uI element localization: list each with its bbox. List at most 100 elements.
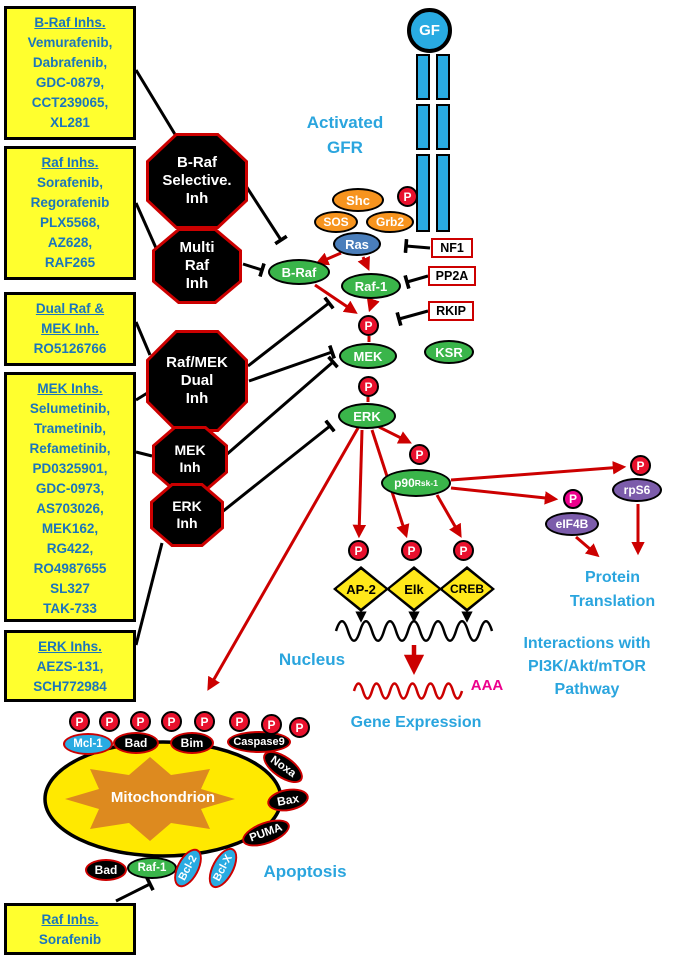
- phospho-badge: P: [194, 711, 215, 732]
- node-eif4b: eIF4B: [545, 512, 599, 536]
- octagon-braf-selective-inh: B-Raf Selective. Inh: [146, 133, 248, 229]
- octagon-fill: [155, 231, 239, 301]
- node-elk-diamond: Elk: [386, 566, 442, 612]
- drug-box-title: B-Raf Inhs.: [34, 15, 106, 30]
- octagon-label: B-Raf Selective. Inh: [162, 154, 232, 207]
- drug-name: Trametinib,: [33, 421, 106, 436]
- drug-name: GDC-0879,: [35, 75, 105, 90]
- receptor-segment: [416, 104, 430, 150]
- phospho-badge: P: [453, 540, 474, 561]
- drug-box-title: Raf Inhs.: [41, 155, 99, 170]
- drug-box-raf-inhibitors: Raf Inhs. Sorafenib, Regorafenib PLX5568…: [4, 146, 136, 280]
- phospho-badge: P: [229, 711, 250, 732]
- activated-gfr-label: Activated GFR: [306, 113, 384, 157]
- inhibition-lines: [115, 69, 431, 903]
- phospho-badge: P: [99, 711, 120, 732]
- phospho-badge: P: [563, 489, 583, 509]
- mitochondrion-shape: [43, 740, 283, 858]
- drug-name: RAF265: [44, 255, 96, 270]
- node-ras: Ras: [333, 232, 381, 256]
- phospho-badge: P: [358, 315, 379, 336]
- octagon-fill: [155, 429, 225, 489]
- node-nf1: NF1: [431, 238, 473, 258]
- node-sos: SOS: [314, 211, 358, 233]
- drug-name: Dabrafenib,: [32, 55, 108, 70]
- phospho-badge: P: [358, 376, 379, 397]
- phospho-badge: P: [401, 540, 422, 561]
- node-rkip: RKIP: [428, 301, 474, 321]
- protein-translation-label: Protein Translation: [569, 569, 656, 610]
- octagon-raf-mek-dual-inh: Raf/MEK Dual Inh: [146, 330, 248, 432]
- drug-name: RO4987655: [33, 561, 107, 576]
- node-ap2-diamond: AP-2: [333, 566, 389, 612]
- node-raf1: Raf-1: [341, 273, 401, 299]
- drug-name: PLX5568,: [39, 215, 101, 230]
- phospho-badge: P: [630, 455, 651, 476]
- octagon-multi-raf-inh: Multi Raf Inh: [152, 228, 242, 304]
- drug-box-title: Dual Raf &: [35, 301, 105, 316]
- octagon-fill: [149, 333, 245, 429]
- node-bim: Bim: [170, 732, 214, 754]
- node-shc: Shc: [332, 188, 384, 212]
- drug-name: XL281: [50, 115, 90, 130]
- phospho-badge: P: [348, 540, 369, 561]
- phospho-badge: P: [261, 714, 282, 735]
- octagon-label: Multi Raf Inh: [179, 239, 215, 292]
- phospho-badge: P: [130, 711, 151, 732]
- receptor-segment: [436, 54, 450, 100]
- node-pp2a: PP2A: [428, 266, 476, 286]
- drug-name: GDC-0973,: [35, 481, 105, 496]
- receptor-segment: [436, 104, 450, 150]
- phospho-badge: P: [69, 711, 90, 732]
- drug-name: AS703026,: [36, 501, 104, 516]
- node-grb2: Grb2: [366, 211, 414, 233]
- node-mek: MEK: [339, 343, 397, 369]
- drug-name: Sorafenib: [38, 932, 102, 947]
- drug-name: Refametinib,: [29, 441, 111, 456]
- drug-box-braf-inhibitors: B-Raf Inhs. Vemurafenib, Dabrafenib, GDC…: [4, 6, 136, 140]
- drug-box-erk-inhibitors: ERK Inhs. AEZS-131, SCH772984: [4, 630, 136, 702]
- node-braf: B-Raf: [268, 259, 330, 285]
- drug-name: AZ628,: [47, 235, 93, 250]
- drug-name: PD0325901,: [32, 461, 108, 476]
- drug-box-title: ERK Inhs.: [38, 639, 102, 654]
- poly-a-tail-label: AAA: [470, 677, 504, 694]
- growth-factor-ligand: GF: [407, 8, 452, 53]
- drug-name: Vemurafenib,: [27, 35, 113, 50]
- node-bad-cytosolic: Bad: [85, 859, 127, 881]
- octagon-label: MEK Inh: [174, 442, 206, 475]
- tf-to-dna-arrows: [355, 611, 473, 623]
- octagon-label: Raf/MEK Dual Inh: [166, 354, 228, 407]
- drug-name: RG422,: [46, 541, 94, 556]
- drug-name: CCT239065,: [31, 95, 109, 110]
- drug-name: Regorafenib: [30, 195, 110, 210]
- mitochondrion-label: Mitochondrion: [110, 789, 216, 806]
- drug-name: RO5126766: [33, 341, 107, 356]
- pi3k-interactions-label: Interactions with PI3K/Akt/mTOR Pathway: [523, 635, 651, 698]
- node-rps6: rpS6: [612, 478, 662, 502]
- octagon-mek-inh: MEK Inh: [152, 426, 228, 492]
- drug-name: Selumetinib,: [29, 401, 111, 416]
- gene-expression-label: Gene Expression: [350, 714, 482, 731]
- node-creb-diamond: CREB: [439, 566, 495, 612]
- octagon-erk-inh: ERK Inh: [150, 483, 224, 547]
- drug-name: Sorafenib,: [36, 175, 103, 190]
- drug-box-title: MEK Inh.: [41, 321, 99, 336]
- octagon-fill: [153, 486, 221, 544]
- drug-name: MEK162,: [41, 521, 99, 536]
- node-mcl1: Mcl-1: [63, 733, 113, 755]
- phospho-badge: P: [161, 711, 182, 732]
- drug-name: AEZS-131,: [36, 659, 104, 674]
- mitochondrion-cristae-starburst: [65, 757, 235, 841]
- nucleus-label: Nucleus: [278, 650, 346, 669]
- octagon-label: ERK Inh: [172, 498, 202, 531]
- receptor-segment: [416, 154, 430, 232]
- drug-box-dual-raf-mek-inhibitor: Dual Raf & MEK Inh. RO5126766: [4, 292, 136, 366]
- apoptosis-label: Apoptosis: [263, 862, 347, 881]
- drug-name: SL327: [50, 581, 90, 596]
- drug-name: TAK-733: [43, 601, 97, 616]
- node-ksr: KSR: [424, 340, 474, 364]
- drug-box-title: Raf Inhs.: [41, 912, 99, 927]
